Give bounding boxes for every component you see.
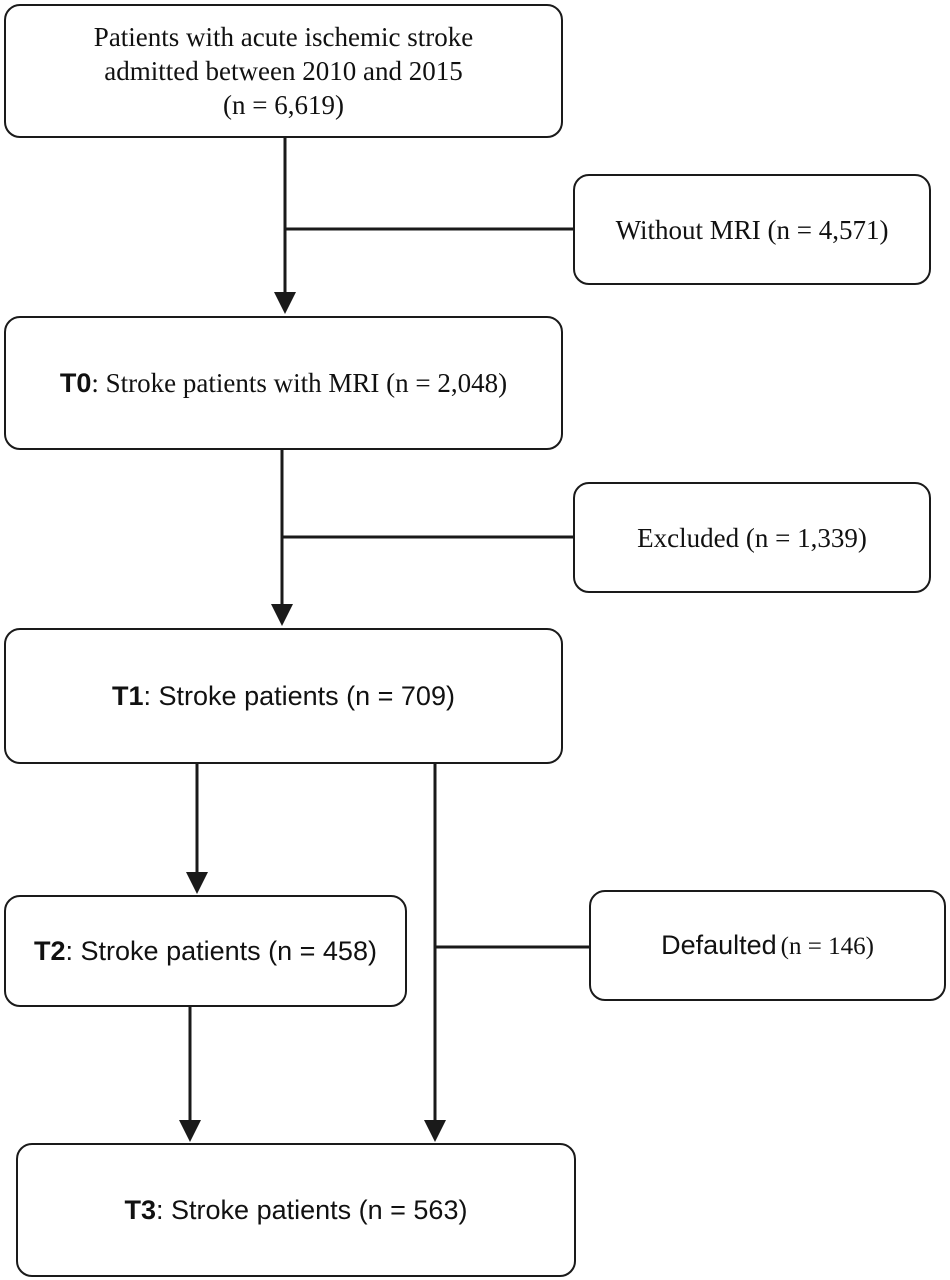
defaulted-word: Defaulted <box>661 930 777 960</box>
arrowhead-t3-left <box>179 1120 201 1142</box>
t0-text: : Stroke patients with MRI (n = 2,048) <box>91 368 508 398</box>
without-mri-label: Without MRI (n = 4,571) <box>615 214 889 245</box>
arrowhead-t0 <box>274 292 296 314</box>
t2-tag: T2 <box>34 935 66 966</box>
defaulted-box: Defaulted (n = 146) <box>589 890 946 1001</box>
t0-box: T0: Stroke patients with MRI (n = 2,048) <box>4 316 563 450</box>
t1-label: T1: Stroke patients (n = 709) <box>112 681 455 712</box>
arrowhead-t3-right <box>424 1120 446 1142</box>
t2-box: T2: Stroke patients (n = 458) <box>4 895 407 1007</box>
t2-text: : Stroke patients (n = 458) <box>65 935 377 966</box>
start-line-3: (n = 6,619) <box>223 90 344 120</box>
defaulted-count: (n = 146) <box>780 933 874 960</box>
t1-text: : Stroke patients (n = 709) <box>143 680 455 711</box>
t0-tag: T0 <box>59 368 92 398</box>
t3-text: : Stroke patients (n = 563) <box>156 1194 468 1225</box>
t3-tag: T3 <box>124 1194 157 1225</box>
t3-box: T3: Stroke patients (n = 563) <box>16 1143 576 1277</box>
start-line-2: admitted between 2010 and 2015 <box>104 56 463 86</box>
start-box: Patients with acute ischemic stroke admi… <box>4 4 563 138</box>
arrowhead-t2 <box>186 872 208 894</box>
excluded-box: Excluded (n = 1,339) <box>573 482 931 593</box>
t2-label: T2: Stroke patients (n = 458) <box>34 936 377 967</box>
t3-label: T3: Stroke patients (n = 563) <box>125 1195 468 1226</box>
t0-label: T0: Stroke patients with MRI (n = 2,048) <box>60 366 507 400</box>
defaulted-label: Defaulted (n = 146) <box>661 930 874 961</box>
t1-box: T1: Stroke patients (n = 709) <box>4 628 563 764</box>
t1-tag: T1 <box>112 680 144 711</box>
excluded-label: Excluded (n = 1,339) <box>637 522 867 553</box>
arrowhead-t1 <box>271 604 293 626</box>
start-line-1: Patients with acute ischemic stroke <box>93 22 474 52</box>
without-mri-box: Without MRI (n = 4,571) <box>573 174 931 285</box>
